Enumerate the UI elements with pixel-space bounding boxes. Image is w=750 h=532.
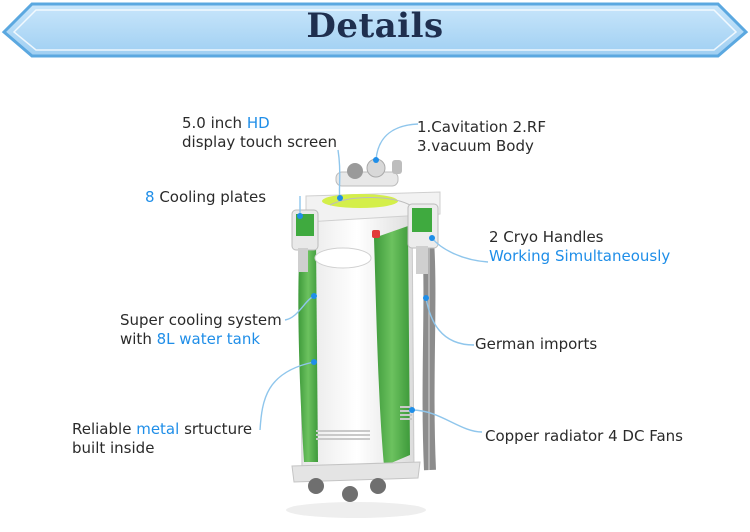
cryo-handles-line1: 2 Cryo Handles xyxy=(489,228,604,246)
cryo-handles-line2: Working Simultaneously xyxy=(489,247,671,265)
banner-ribbon xyxy=(1,2,749,58)
cavitation-line1: 1.Cavitation 2.RF xyxy=(417,118,546,136)
label-cryo-handles: 2 Cryo Handles Working Simultaneously xyxy=(489,228,670,266)
label-super-cooling: Super cooling system with 8L water tank xyxy=(120,311,282,349)
metal-structure: srtucture xyxy=(179,420,253,438)
super-cooling-tank: 8L water tank xyxy=(156,330,261,348)
cooling-plates-count: 8 xyxy=(145,188,155,206)
header-banner: Details xyxy=(0,0,750,62)
label-cooling-plates: 8 Cooling plates xyxy=(145,188,266,207)
cooling-plates-text: Cooling plates xyxy=(154,188,267,206)
label-cavitation: 1.Cavitation 2.RF 3.vacuum Body xyxy=(417,118,546,156)
metal-word: metal xyxy=(136,420,180,438)
screen-desc-text: display touch screen xyxy=(182,133,337,151)
super-cooling-with: with xyxy=(120,330,157,348)
label-metal-structure: Reliable metal srtucture built inside xyxy=(72,420,252,458)
metal-reliable: Reliable xyxy=(72,420,137,438)
metal-line2: built inside xyxy=(72,439,155,457)
page-title: Details xyxy=(306,6,444,46)
cavitation-line2: 3.vacuum Body xyxy=(417,137,534,155)
label-german-imports: German imports xyxy=(475,335,597,354)
screen-hd-text: HD xyxy=(246,114,270,132)
label-copper-radiator: Copper radiator 4 DC Fans xyxy=(485,427,683,446)
screen-size-text: 5.0 inch xyxy=(182,114,247,132)
german-imports-text: German imports xyxy=(475,335,598,353)
copper-radiator-text: Copper radiator 4 DC Fans xyxy=(485,427,683,445)
super-cooling-line1: Super cooling system xyxy=(120,311,282,329)
label-display-screen: 5.0 inch HD display touch screen xyxy=(182,114,337,152)
